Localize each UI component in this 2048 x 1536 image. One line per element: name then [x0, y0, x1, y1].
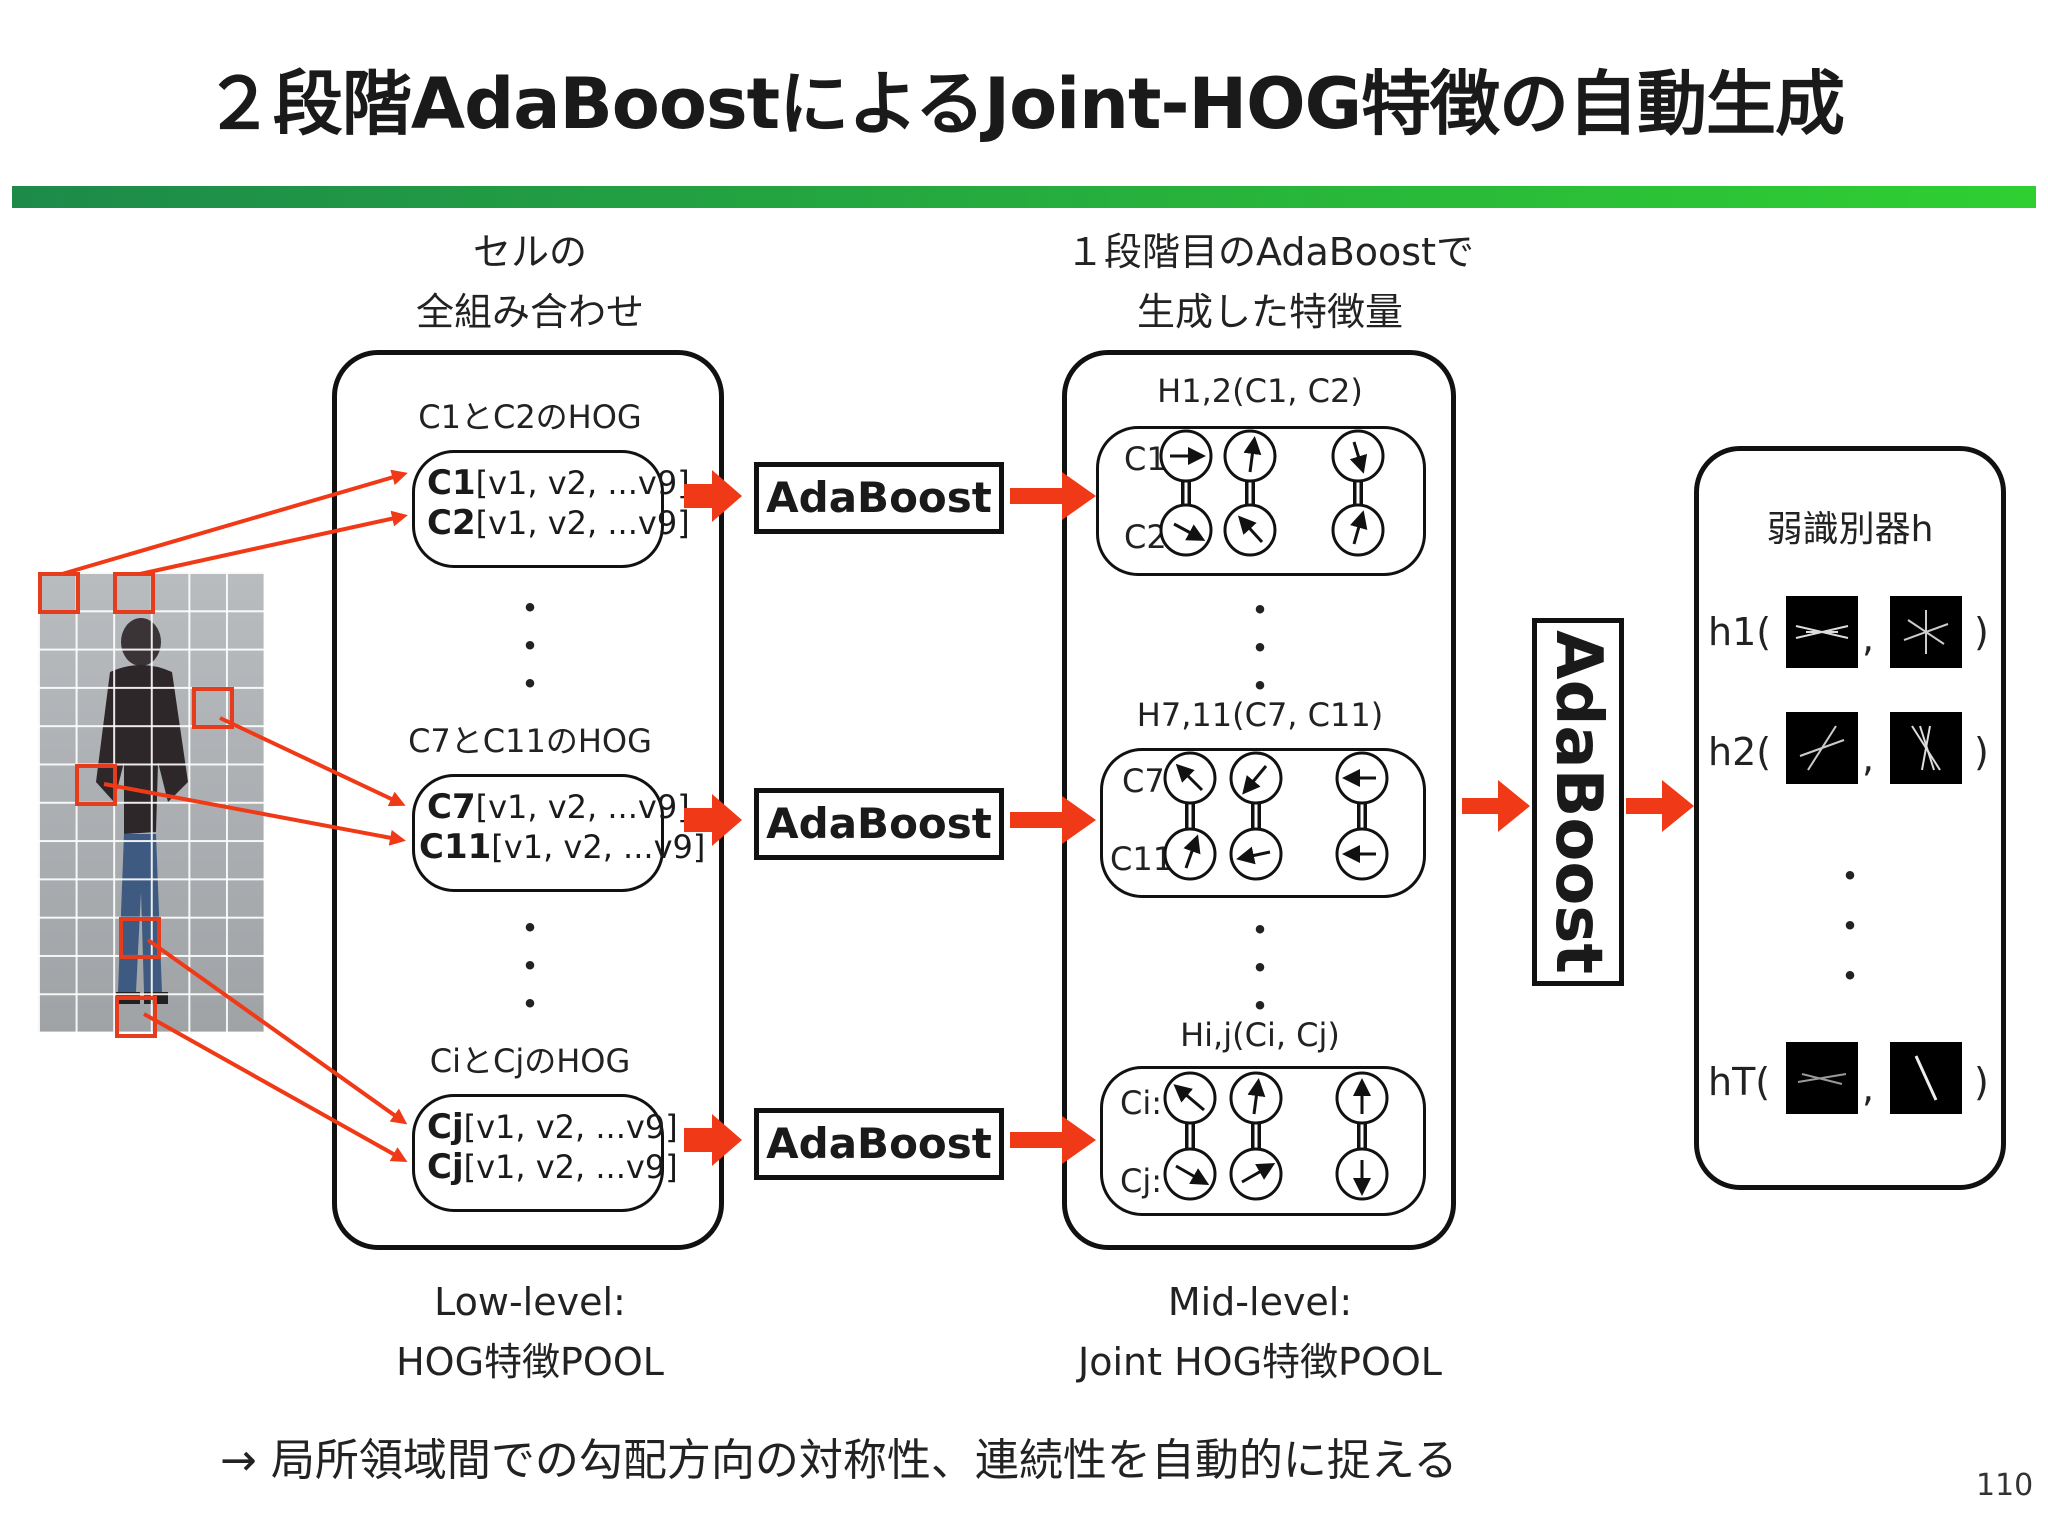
weak-classifier-label: h2(: [1708, 730, 1772, 774]
caption-line: Mid-level:: [1167, 1280, 1353, 1324]
cell-highlight-c11: [75, 764, 117, 806]
caption-first-stage-features: １段階目のAdaBoostで 生成した特徴量: [1010, 222, 1530, 342]
weak-classifier-close: ): [1974, 730, 1989, 774]
joint-feature-heading: Hi,j(Ci, Cj): [1180, 1016, 1340, 1054]
adaboost-box-stage2: AdaBoost: [1532, 618, 1624, 986]
adaboost-box-1: AdaBoost: [754, 462, 1004, 534]
hog-pair-ci-cj: Cj[v1, v2, ...v9] Cj[v1, v2, ...v9]: [412, 1094, 678, 1212]
hog-pattern: [1911, 725, 1941, 771]
weak-classifier-sep: ,: [1862, 1066, 1875, 1110]
hog-pattern: [1914, 1055, 1938, 1101]
caption-mid-level: Mid-level: Joint HOG特徴POOL: [1040, 1272, 1480, 1392]
cell-id: C7: [427, 787, 476, 827]
joint-row-label: C2:: [1124, 518, 1178, 556]
page-number: 110: [1976, 1468, 2034, 1503]
adaboost-box-3: AdaBoost: [754, 1108, 1004, 1180]
caption-line: Low-level:: [434, 1280, 626, 1324]
cell-id: Cj: [427, 1107, 464, 1147]
weak-classifier-thumb: [1890, 1042, 1962, 1114]
title-rule: [12, 186, 2036, 208]
cell-id: C1: [427, 463, 476, 503]
weak-classifier-close: ): [1974, 1060, 1989, 1104]
joint-row-label: Ci:: [1120, 1084, 1163, 1122]
weak-classifier-label: h1(: [1708, 610, 1772, 654]
cell-highlight-c1: [38, 572, 80, 614]
joint-row-label: C7:: [1122, 762, 1176, 800]
weak-classifier-thumb: [1890, 596, 1962, 668]
vector-text: [v1, v2, ...v9]: [463, 1148, 678, 1186]
caption-cell-combinations: セルの 全組み合わせ: [380, 222, 680, 342]
cell-id: C11: [419, 827, 492, 867]
hog-vector-row: C2[v1, v2, ...v9]: [427, 503, 690, 543]
joint-feature-heading: H7,11(C7, C11): [1136, 696, 1384, 734]
cell-highlight-c7: [192, 687, 234, 729]
weak-classifier-thumb: [1786, 712, 1858, 784]
caption-line: Joint HOG特徴POOL: [1078, 1340, 1442, 1384]
ellipsis-dots: ・ ・ ・: [510, 586, 550, 708]
summary-text: → 局所領域間での勾配方向の対称性、連続性を自動的に捉える: [220, 1435, 1458, 1486]
cell-id: Cj: [427, 1147, 464, 1187]
joint-row-label: Cj:: [1120, 1162, 1163, 1200]
joint-feature-heading: H1,2(C1, C2): [1157, 372, 1363, 410]
vector-text: [v1, v2, ...v9]: [475, 504, 690, 542]
vector-text: [v1, v2, ...v9]: [475, 788, 690, 826]
cell-grid: [38, 572, 264, 1032]
ellipsis-dots: ・ ・ ・: [510, 906, 550, 1028]
joint-row-label: C1:: [1124, 440, 1178, 478]
group-heading: C7とC11のHOG: [408, 722, 652, 760]
cell-highlight-ci: [119, 917, 161, 959]
cell-id: C2: [427, 503, 476, 543]
hog-vector-row: C1[v1, v2, ...v9]: [427, 463, 690, 503]
caption-line: 生成した特徴量: [1136, 290, 1403, 334]
group-heading: C1とC2のHOG: [418, 398, 642, 436]
pedestrian-image: [38, 572, 264, 1032]
weak-classifier-sep: ,: [1862, 616, 1875, 660]
hog-pattern: [1797, 1073, 1847, 1085]
weak-classifier-label: hT(: [1708, 1060, 1771, 1104]
adaboost-box-2: AdaBoost: [754, 788, 1004, 860]
ellipsis-dots: ・ ・ ・: [1240, 908, 1280, 1030]
vector-text: [v1, v2, ...v9]: [475, 464, 690, 502]
vector-text: [v1, v2, ...v9]: [463, 1108, 678, 1146]
caption-line: HOG特徴POOL: [396, 1340, 664, 1384]
caption-low-level: Low-level: HOG特徴POOL: [360, 1272, 700, 1392]
caption-line: １段階目のAdaBoostで: [1066, 230, 1474, 274]
weak-classifier-heading: 弱識別器h: [1766, 509, 1934, 550]
cell-highlight-cj: [115, 996, 157, 1038]
group-heading: CiとCjのHOG: [429, 1042, 631, 1080]
caption-line: セルの: [472, 230, 587, 274]
joint-row-label: C11:: [1110, 840, 1184, 878]
weak-classifier-thumb: [1786, 596, 1858, 668]
caption-line: 全組み合わせ: [415, 290, 644, 334]
vector-text: [v1, v2, ...v9]: [491, 828, 706, 866]
weak-classifier-close: ): [1974, 610, 1989, 654]
hog-pair-c7-c11: C7[v1, v2, ...v9] C11[v1, v2, ...v9]: [412, 774, 705, 892]
cell-highlight-c2: [113, 572, 155, 614]
weak-classifier-thumb: [1890, 712, 1962, 784]
hog-pair-c1-c2: C1[v1, v2, ...v9] C2[v1, v2, ...v9]: [412, 450, 690, 568]
hog-vector-row: C7[v1, v2, ...v9]: [427, 787, 690, 827]
hog-pattern: [1799, 725, 1845, 771]
slide-title: ２段階AdaBoostによるJoint-HOG特徴の自動生成: [203, 63, 1845, 145]
hog-pattern: [1903, 610, 1949, 654]
ellipsis-dots: ・ ・ ・: [1240, 588, 1280, 710]
ellipsis-dots: ・ ・ ・: [1830, 854, 1870, 1000]
hog-pattern: [1795, 625, 1849, 639]
hog-vector-row: Cj[v1, v2, ...v9]: [427, 1107, 678, 1147]
hog-vector-row: Cj[v1, v2, ...v9]: [427, 1147, 678, 1187]
adaboost-vertical-label: AdaBoost: [1541, 630, 1615, 974]
hog-vector-row: C11[v1, v2, ...v9]: [419, 827, 705, 867]
weak-classifier-sep: ,: [1862, 736, 1875, 780]
weak-classifier-thumb: [1786, 1042, 1858, 1114]
